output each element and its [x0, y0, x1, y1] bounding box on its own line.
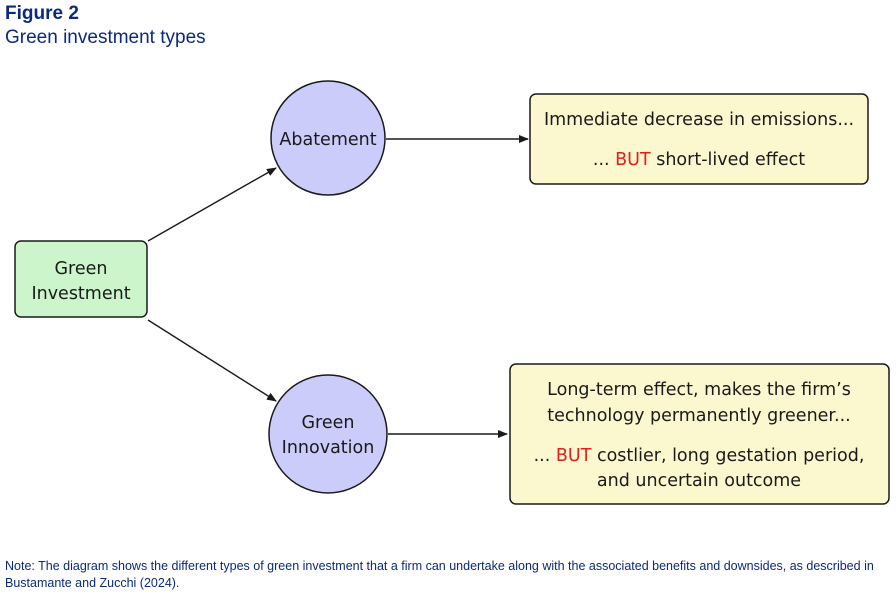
innovation-outcome-line1: Long-term effect, makes the firm’s [547, 380, 851, 400]
green-investment-label-line1: Green [55, 259, 108, 279]
arrow-investment-to-innovation [147, 319, 277, 402]
abatement-outcome-rest: short-lived effect [651, 150, 806, 170]
innovation-outcome-emphasis: BUT [556, 446, 592, 466]
abatement-outcome-box: Immediate decrease in emissions... ... B… [529, 93, 869, 185]
abatement-outcome-line2: ... BUT short-lived effect [593, 150, 805, 170]
innovation-outcome-box: Long-term effect, makes the firm’s techn… [509, 363, 890, 505]
figure-label: Figure 2 [5, 3, 79, 24]
arrow-investment-to-abatement [147, 167, 277, 242]
green-investment-label-line2: Investment [31, 284, 130, 304]
innovation-outcome-line4: and uncertain outcome [597, 471, 801, 491]
abatement-outcome-line1: Immediate decrease in emissions... [544, 110, 854, 130]
figure-title: Green investment types [5, 27, 206, 48]
green-innovation-label-line2: Innovation [282, 438, 375, 458]
abatement-node: Abatement [270, 80, 386, 196]
green-innovation-node: Green Innovation [268, 374, 388, 494]
figure-note: Note: The diagram shows the different ty… [5, 559, 874, 590]
innovation-outcome-line3: ... BUT costlier, long gestation period, [534, 446, 865, 466]
abatement-outcome-prefix: ... [593, 150, 615, 170]
innovation-outcome-rest: costlier, long gestation period, [591, 446, 864, 466]
green-investment-node: Green Investment [14, 240, 148, 318]
innovation-outcome-line2: technology permanently greener... [547, 406, 850, 426]
green-innovation-label-line1: Green [302, 413, 355, 433]
abatement-label: Abatement [279, 130, 376, 150]
abatement-outcome-emphasis: BUT [615, 150, 651, 170]
innovation-outcome-prefix: ... [534, 446, 556, 466]
